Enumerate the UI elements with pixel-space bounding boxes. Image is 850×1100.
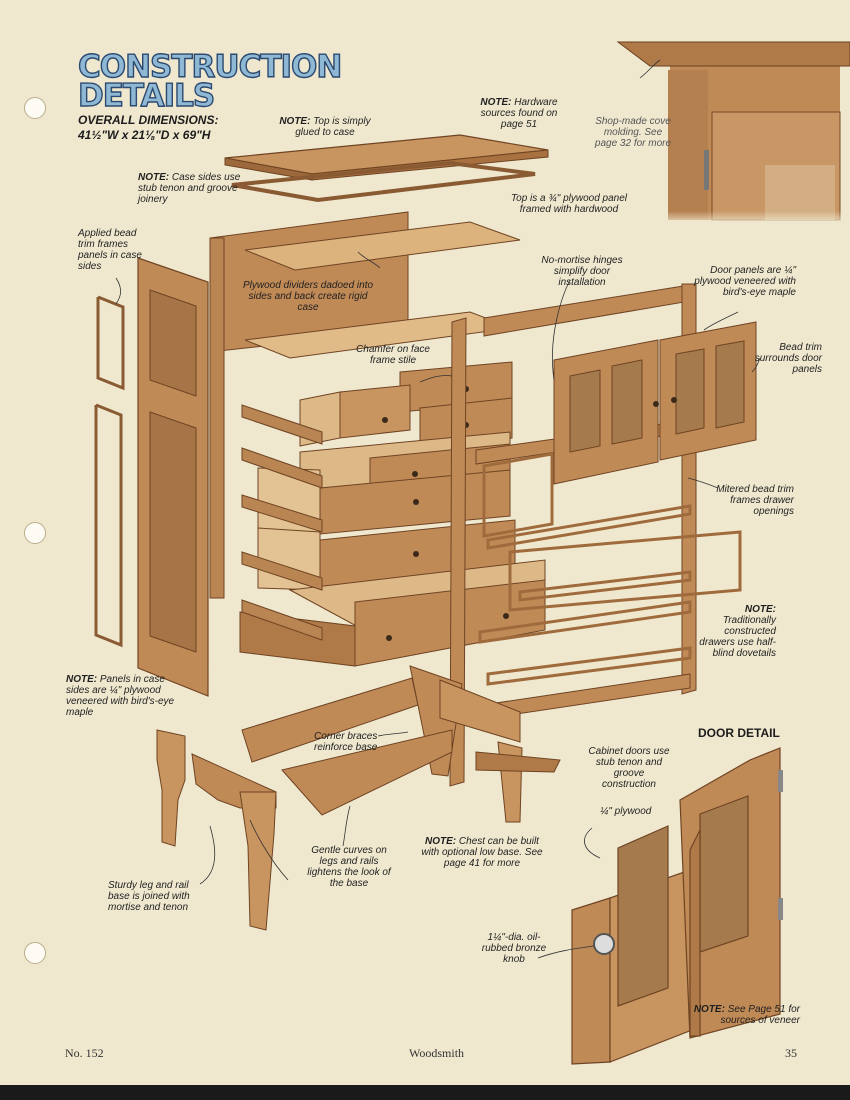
note-top-panel: Top is a ¾" plywood panel framed with ha…	[510, 193, 628, 215]
face-frame-stile	[449, 317, 467, 787]
note-gentle-curves: Gentle curves on legs and rails lightens…	[307, 845, 391, 889]
overall-dimensions: OVERALL DIMENSIONS: 41½"W x 21⅛"D x 69"H	[78, 113, 218, 143]
overall-dimensions-value: 41½"W x 21⅛"D x 69"H	[78, 128, 211, 142]
note-low-base: NOTE: Chest can be built with optional l…	[421, 836, 543, 869]
note-bead-trim-sides: Applied bead trim frames panels in case …	[78, 228, 142, 272]
cabinet-doors	[553, 321, 757, 485]
note-top-glued: NOTE: Top is simply glued to case	[279, 116, 371, 138]
door-detail-title: DOOR DETAIL	[698, 726, 780, 740]
note-corner-braces: Corner braces reinforce base	[314, 731, 378, 753]
note-knob: 1¼"-dia. oil-rubbed bronze knob	[481, 932, 547, 965]
cove-molding-photo	[616, 41, 850, 225]
note-cabinet-doors: Cabinet doors use stub tenon and groove …	[588, 746, 670, 790]
mitered-bead-frames	[478, 452, 742, 686]
note-side-panels: NOTE: Panels in case sides are ¼" plywoo…	[66, 674, 175, 718]
binder-hole	[24, 942, 46, 964]
door-detail-drawing	[571, 747, 781, 1065]
page-title-line1: CONSTRUCTION	[77, 49, 343, 85]
drawer-knobs	[382, 386, 509, 641]
top-frame-rail	[231, 160, 536, 203]
binder-hole	[24, 97, 46, 119]
note-leg-rail: Sturdy leg and rail base is joined with …	[108, 880, 190, 913]
leg-and-rail	[156, 729, 277, 931]
note-cove-molding: Shop-made cove molding. See page 32 for …	[594, 116, 672, 149]
bronze-knob	[593, 933, 615, 955]
issue-number: No. 152	[65, 1046, 104, 1060]
plywood-divider	[244, 221, 521, 271]
note-case-sides: NOTE: Case sides use stub tenon and groo…	[138, 172, 241, 205]
bead-trim-strips	[94, 295, 125, 648]
binder-hole	[24, 522, 46, 544]
note-quarter-plywood: ¼" plywood	[600, 806, 652, 817]
magazine-name: Woodsmith	[409, 1046, 465, 1060]
note-veneer: NOTE: See Page 51 for sources of veneer	[693, 1004, 800, 1026]
overall-dimensions-label: OVERALL DIMENSIONS:	[78, 113, 219, 127]
base-assembly	[241, 665, 561, 823]
note-plywood-dividers: Plywood dividers dadoed into sides and b…	[242, 280, 374, 313]
note-door-panels: Door panels are ¼" plywood veneered with…	[694, 265, 796, 298]
page-number: 35	[785, 1046, 797, 1060]
page-title-line2: DETAILS	[77, 78, 216, 114]
note-dovetails: NOTE:Traditionally constructed drawers u…	[699, 604, 776, 659]
note-hardware: NOTE: Hardware sources found on page 51	[480, 97, 558, 130]
face-frame	[483, 283, 697, 337]
note-bead-trim-door: Bead trim surrounds door panels	[754, 342, 822, 375]
note-no-mortise: No-mortise hinges simplify door installa…	[541, 255, 623, 288]
note-chamfer: Chamfer on face frame stile	[356, 344, 430, 366]
note-mitered-bead: Mitered bead trim frames drawer openings	[716, 484, 794, 517]
leader-lines	[115, 59, 761, 959]
